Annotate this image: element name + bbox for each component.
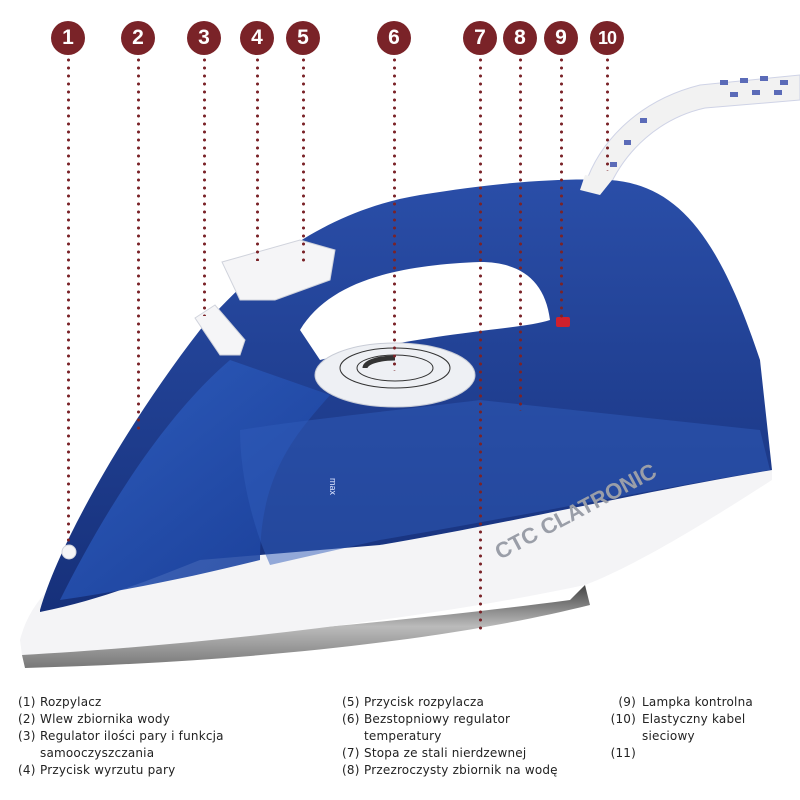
indicator-lamp	[556, 317, 570, 327]
callout-badge-10: 10	[590, 21, 624, 55]
leader-line-5	[302, 56, 305, 266]
legend-item: (3)Regulator ilości pary i funkcja samoo…	[18, 729, 224, 760]
callout-badge-3: 3	[187, 21, 221, 55]
legend-item: (4)Przycisk wyrzutu pary	[18, 763, 176, 777]
legend-item: (5)Przycisk rozpylacza	[342, 695, 485, 709]
leader-line-3	[203, 56, 206, 316]
leader-line-1	[67, 56, 70, 546]
legend-item: (11)	[610, 746, 636, 760]
legend-item: (9)Lampka kontrolna	[618, 695, 753, 709]
legend-item: (8)Przezroczysty zbiornik na wodę	[342, 763, 558, 777]
legend-column-1: (1)Rozpylacz (2)Wlew zbiornika wody (3)R…	[18, 694, 318, 779]
spray-button-white	[194, 304, 246, 356]
legend-item: (7)Stopa ze stali nierdzewnej	[342, 746, 527, 760]
callout-badge-8: 8	[503, 21, 537, 55]
legend-item: (6)Bezstopniowy regulator temperatury	[342, 712, 511, 743]
callout-badge-4: 4	[240, 21, 274, 55]
leader-line-7	[479, 56, 482, 631]
handle-opening	[300, 262, 550, 360]
callout-badge-6: 6	[377, 21, 411, 55]
leader-line-8	[519, 56, 522, 411]
leader-line-10	[606, 56, 609, 171]
power-cord	[584, 74, 800, 191]
legend-item: (10)Elastyczny kabel sieciowy	[610, 712, 746, 743]
legend-item: (1)Rozpylacz	[18, 695, 102, 709]
callout-badge-9: 9	[544, 21, 578, 55]
callout-badge-1: 1	[51, 21, 85, 55]
legend-column-2: (5)Przycisk rozpylacza (6)Bezstopniowy r…	[342, 694, 582, 779]
water-tank	[60, 360, 330, 600]
max-mark: max	[328, 478, 338, 496]
steam-burst-button	[221, 239, 336, 301]
legend-item: (2)Wlew zbiornika wody	[18, 712, 171, 726]
callout-badge-7: 7	[463, 21, 497, 55]
leader-line-6	[393, 56, 396, 371]
leader-line-2	[137, 56, 140, 431]
callout-badge-2: 2	[121, 21, 155, 55]
spray-nozzle	[61, 544, 77, 560]
legend-column-3: (9)Lampka kontrolna (10)Elastyczny kabel…	[606, 694, 796, 762]
steam-iron-illustration: max CTC CLATRONIC	[20, 74, 800, 668]
leader-line-4	[256, 56, 259, 261]
white-base	[20, 470, 772, 655]
soleplate	[22, 585, 590, 668]
leader-line-9	[560, 56, 563, 321]
callout-badge-5: 5	[286, 21, 320, 55]
